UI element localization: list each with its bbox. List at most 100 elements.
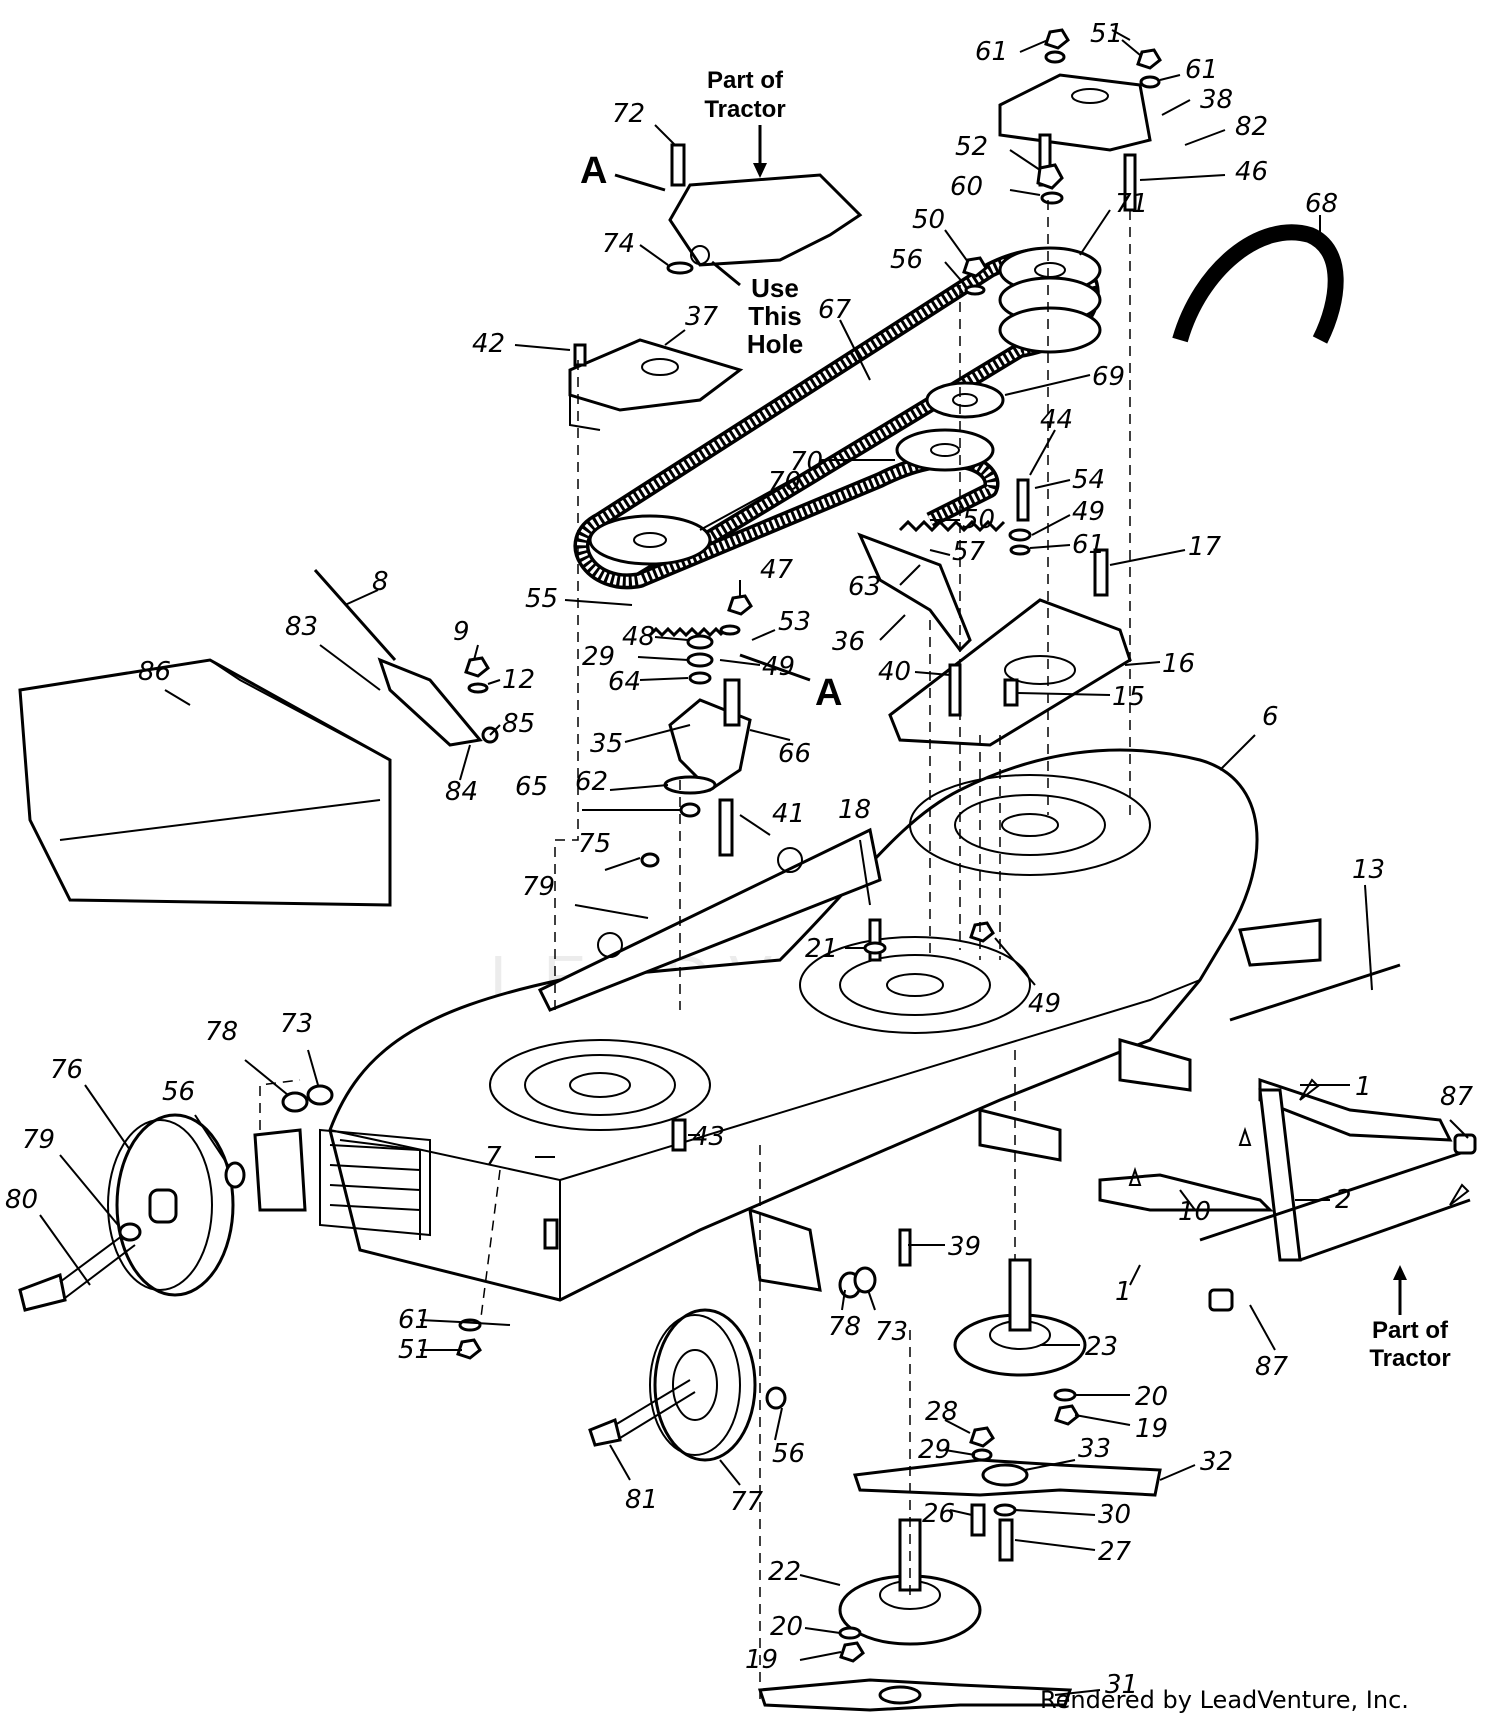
callout-29: 29 [918, 1435, 951, 1465]
callout-78: 78 [828, 1312, 861, 1342]
marker-a-top: A [580, 150, 607, 192]
callout-71: 71 [1115, 189, 1148, 219]
part-of-tractor-label-right-line2: Tractor [1369, 1345, 1450, 1372]
callout-61: 61 [1185, 55, 1218, 85]
mower-deck-housing [253, 748, 1322, 1302]
callout-32: 32 [1200, 1447, 1233, 1477]
callout-7: 7 [485, 1142, 502, 1172]
callout-46: 46 [1235, 157, 1268, 187]
callout-21: 21 [805, 934, 838, 964]
callout-82: 82 [1235, 112, 1268, 142]
callout-51: 51 [398, 1335, 431, 1365]
callout-15: 15 [1112, 682, 1145, 712]
callout-79: 79 [22, 1125, 55, 1155]
callout-79: 79 [522, 872, 555, 902]
rod-13 [1229, 963, 1401, 1022]
callout-77: 77 [730, 1487, 764, 1517]
callout-86: 86 [138, 657, 171, 687]
callout-72: 72 [612, 99, 645, 129]
callout-1: 1 [1355, 1072, 1372, 1102]
callout-49: 49 [1028, 989, 1061, 1019]
callout-69: 69 [1092, 362, 1125, 392]
callout-27: 27 [1098, 1537, 1132, 1567]
callout-35: 35 [590, 729, 623, 759]
callout-10: 10 [1178, 1197, 1211, 1227]
callout-61: 61 [975, 37, 1008, 67]
callout-50: 50 [912, 205, 945, 235]
callout-51: 51 [1090, 19, 1123, 49]
callout-73: 73 [280, 1009, 313, 1039]
callout-54: 54 [1072, 465, 1105, 495]
use-this-hole-line2: This [748, 301, 801, 331]
callout-61: 61 [398, 1305, 431, 1335]
callout-22: 22 [768, 1557, 801, 1587]
callout-63: 63 [848, 572, 881, 602]
callout-42: 42 [472, 329, 505, 359]
callout-73: 73 [875, 1317, 908, 1347]
callout-83: 83 [285, 612, 318, 642]
leader-lines [39, 29, 1469, 1696]
callout-36: 36 [832, 627, 865, 657]
callout-17: 17 [1188, 532, 1222, 562]
callout-39: 39 [948, 1232, 981, 1262]
callout-23: 23 [1085, 1332, 1118, 1362]
callout-48: 48 [622, 622, 655, 652]
callout-19: 19 [745, 1645, 778, 1675]
callout-87: 87 [1440, 1082, 1474, 1112]
callout-44: 44 [1040, 405, 1073, 435]
wheel-77 [653, 1308, 757, 1462]
callout-37: 37 [685, 302, 719, 332]
footer-credit: Rendered by LeadVenture, Inc. [1040, 1686, 1409, 1714]
bracket-38 [998, 73, 1152, 152]
callout-29: 29 [582, 642, 615, 672]
callout-43: 43 [692, 1122, 725, 1152]
callout-49: 49 [762, 652, 795, 682]
callout-74: 74 [602, 229, 635, 259]
callout-28: 28 [925, 1397, 958, 1427]
callout-20: 20 [770, 1612, 803, 1642]
callout-13: 13 [1352, 855, 1385, 885]
use-this-hole-line1: Use [751, 273, 799, 303]
callout-12: 12 [502, 665, 535, 695]
callout-85: 85 [502, 709, 535, 739]
discharge-chute-86 [18, 658, 392, 907]
lift-link-1 [1098, 1173, 1274, 1212]
spring [898, 519, 1006, 533]
callout-19: 19 [1135, 1414, 1168, 1444]
callout-56: 56 [772, 1439, 805, 1469]
pulley-70-left [588, 514, 712, 566]
callout-9: 9 [453, 617, 470, 647]
callout-31: 31 [1105, 1670, 1138, 1700]
callout-16: 16 [1162, 649, 1195, 679]
callout-52: 52 [955, 132, 988, 162]
callout-68: 68 [1305, 189, 1338, 219]
callout-40: 40 [878, 657, 911, 687]
callout-60: 60 [950, 172, 983, 202]
lower-assembly [18, 1113, 1162, 1712]
callout-53: 53 [778, 607, 811, 637]
callout-6: 6 [1262, 702, 1279, 732]
callout-70: 70 [790, 447, 823, 477]
callout-75: 75 [578, 829, 611, 859]
callout-62: 62 [575, 767, 608, 797]
callout-80: 80 [5, 1185, 38, 1215]
callout-64: 64 [608, 667, 641, 697]
diagram-labels: Part of Tractor Use This Hole A A Part o… [580, 67, 1451, 1714]
callout-1: 1 [1115, 1277, 1132, 1307]
callout-78: 78 [205, 1017, 238, 1047]
callout-70: 70 [768, 467, 801, 497]
callout-30: 30 [1098, 1500, 1131, 1530]
callout-38: 38 [1200, 85, 1233, 115]
marker-a-right: A [815, 672, 842, 714]
callout-55: 55 [525, 584, 558, 614]
callout-84: 84 [445, 777, 478, 807]
callout-2: 2 [1335, 1185, 1352, 1215]
callout-67: 67 [818, 295, 852, 325]
callout-81: 81 [625, 1485, 658, 1515]
idler-pulley-70 [895, 428, 995, 472]
callout-18: 18 [838, 795, 871, 825]
idler-pulley-69 [925, 381, 1005, 419]
upper-assembly [18, 73, 1477, 1312]
callout-66: 66 [778, 739, 811, 769]
